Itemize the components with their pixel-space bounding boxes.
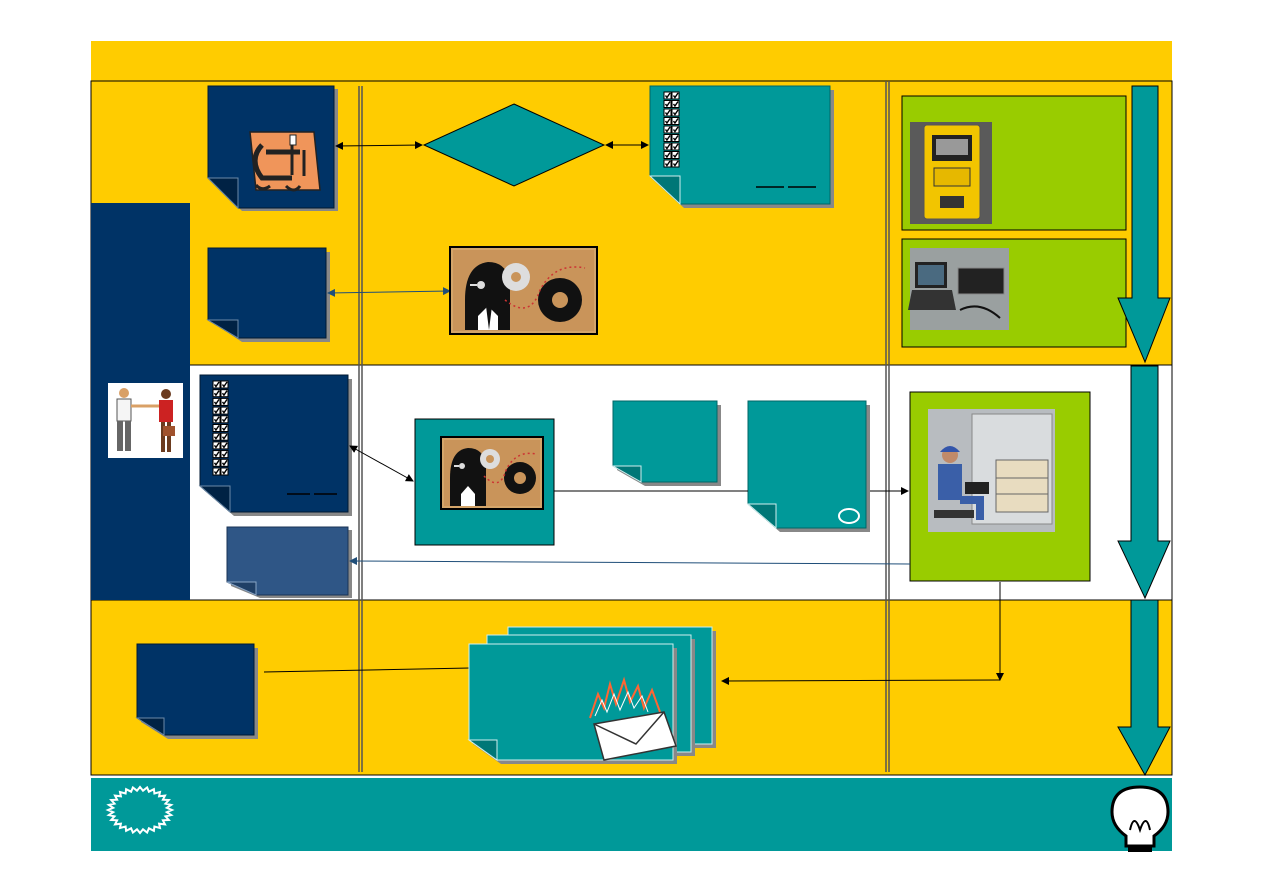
checklist-icon <box>212 380 229 476</box>
return-line-operator-doc3 <box>349 557 911 566</box>
starburst-shape <box>105 785 175 835</box>
teal-document-tall <box>747 400 867 529</box>
check-tick <box>221 416 228 423</box>
header-band <box>91 41 1172 81</box>
check-tick <box>213 442 220 449</box>
handshake-people-icon <box>108 383 183 458</box>
starburst-badge-icon <box>105 785 175 835</box>
column-divider-left <box>358 86 363 772</box>
arrow-doc2-thinker <box>327 287 451 297</box>
check-tick <box>221 381 228 388</box>
clamp-doc-fold <box>206 177 239 210</box>
burning-envelope-icon <box>589 676 677 761</box>
check-tick <box>213 468 220 475</box>
flow-arrow-top <box>1117 85 1171 364</box>
check-tick <box>672 135 679 142</box>
footer-band <box>91 778 1172 851</box>
check-tick <box>221 459 228 467</box>
thinker-gears-icon <box>449 246 598 335</box>
check-tick <box>221 451 228 458</box>
check-tick <box>213 433 220 440</box>
lightbulb-icon <box>1110 785 1170 852</box>
teal-doc-tall-fold <box>746 503 777 530</box>
arrow-to-document-stack <box>721 676 1001 685</box>
flow-arrow-middle <box>1117 365 1171 600</box>
clamp-clipart-icon <box>249 131 321 192</box>
navy-doc-4-fold <box>135 717 165 736</box>
arrow-checklist-process <box>349 445 414 482</box>
check-tick <box>664 118 671 125</box>
checklist-icon <box>663 91 680 168</box>
teal-document-small <box>612 400 718 483</box>
arrow-clamp-diamond <box>335 141 423 150</box>
check-tick <box>672 92 679 99</box>
operator-chamber-photo <box>928 409 1055 532</box>
check-tick <box>221 407 228 414</box>
navy-document-3 <box>226 526 349 596</box>
check-tick <box>672 118 679 125</box>
check-tick <box>672 143 679 150</box>
check-tick <box>664 109 671 116</box>
check-tick <box>213 425 220 432</box>
checklist-document-top <box>649 85 831 205</box>
check-tick <box>664 92 671 99</box>
check-tick <box>664 143 671 150</box>
check-tick <box>221 399 228 406</box>
check-tick <box>221 433 228 440</box>
seal-ring-icon <box>838 508 860 524</box>
navy-document-2 <box>207 247 327 339</box>
check-tick <box>213 416 220 423</box>
checklist-doc-mid-fold <box>198 485 231 514</box>
check-tick <box>213 399 220 406</box>
check-tick <box>213 381 220 388</box>
checklist-doc-top-fold <box>648 175 681 206</box>
check-tick <box>672 160 679 167</box>
teal-doc-small-fold <box>611 465 642 483</box>
document-stack <box>467 626 716 764</box>
check-tick <box>221 468 228 475</box>
navy-doc-3-fold <box>226 581 257 596</box>
check-tick <box>213 451 220 458</box>
navy-doc-2-fold <box>206 319 239 339</box>
column-divider-right <box>885 81 890 772</box>
check-tick <box>213 459 220 467</box>
check-tick <box>213 407 220 414</box>
check-tick <box>221 425 228 432</box>
check-tick <box>664 135 671 142</box>
thinker-gears-icon <box>440 436 544 510</box>
check-tick <box>672 101 679 108</box>
check-tick <box>221 390 228 397</box>
check-tick <box>664 126 671 133</box>
checklist-document-mid <box>199 374 349 513</box>
check-tick <box>672 109 679 116</box>
check-tick <box>664 101 671 108</box>
check-tick <box>664 152 671 159</box>
decision-diamond <box>422 103 606 187</box>
check-tick <box>664 160 671 167</box>
connector-doc4-stack <box>263 667 471 673</box>
check-tick <box>672 126 679 133</box>
laptop-equipment-photo <box>908 248 1009 330</box>
check-tick <box>221 442 228 449</box>
flow-arrow-bottom <box>1117 599 1171 777</box>
check-tick <box>213 390 220 397</box>
check-tick <box>672 152 679 159</box>
navy-document-4 <box>136 643 255 736</box>
yellow-instrument-photo <box>910 122 992 224</box>
